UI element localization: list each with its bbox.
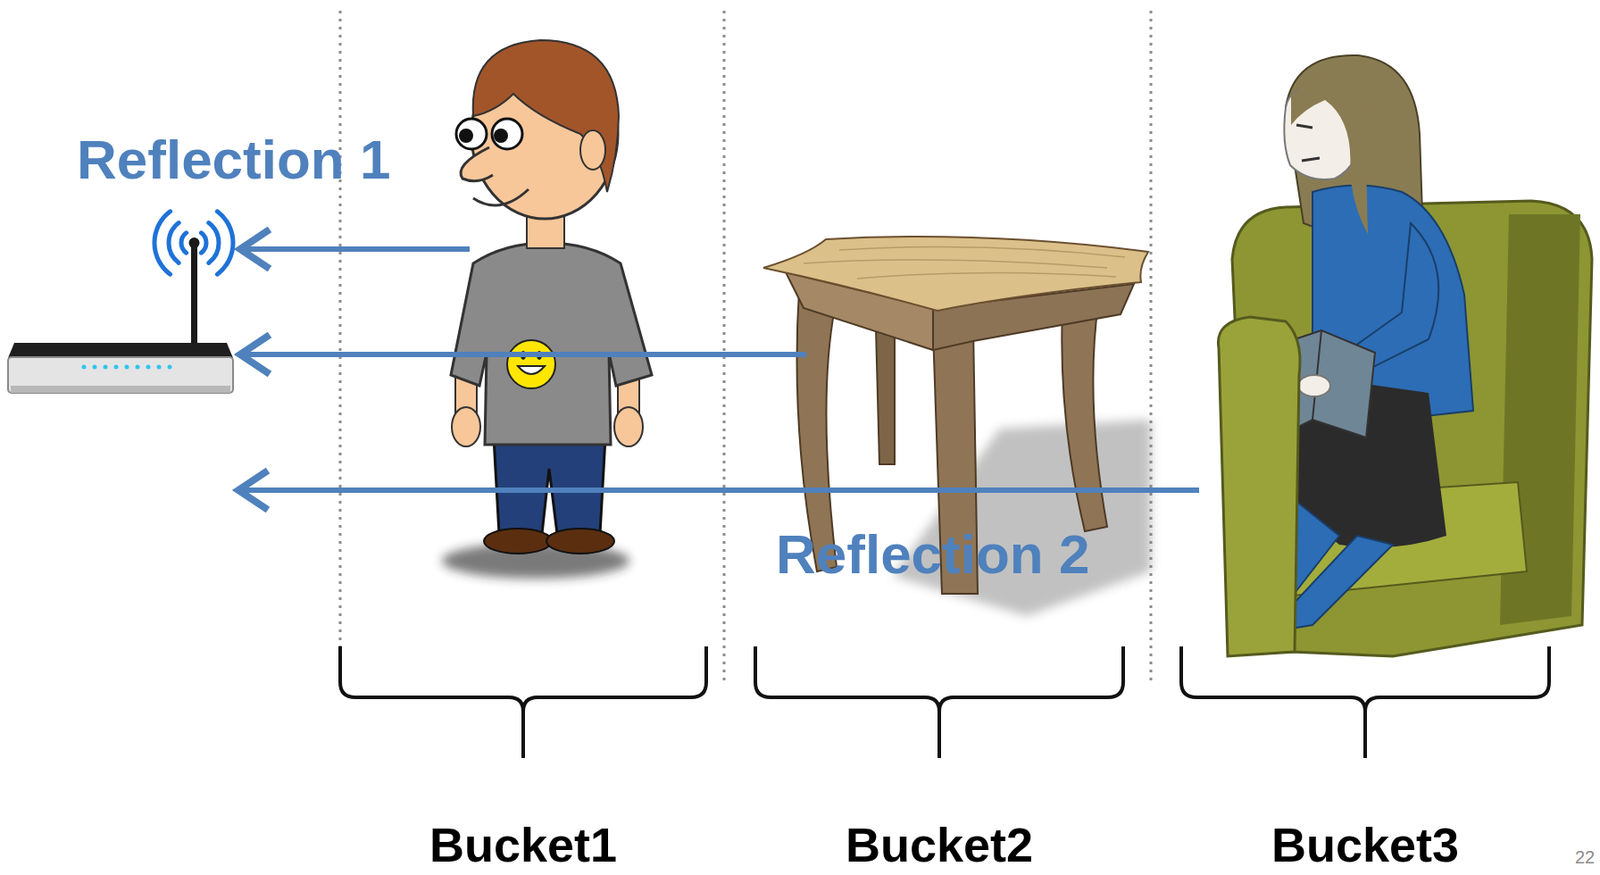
reflection-arrow-part bbox=[239, 487, 1200, 493]
bucket-divider bbox=[340, 10, 1151, 684]
wifi-router bbox=[8, 211, 234, 393]
bucket-label: Bucket3 bbox=[1178, 820, 1552, 869]
router-led-part bbox=[157, 365, 162, 370]
reflection-arrow-part bbox=[240, 334, 270, 375]
bucket-band: Bucket2 bbox=[752, 646, 1126, 870]
man-ear bbox=[580, 130, 606, 170]
bucket-divider-part bbox=[1150, 10, 1153, 684]
router-led-part bbox=[103, 365, 109, 370]
wood-grain-part bbox=[857, 272, 1117, 279]
armchair-arm bbox=[1217, 316, 1300, 657]
reflection-arrow-part bbox=[240, 229, 270, 269]
shirt-smiley-part bbox=[507, 340, 556, 389]
router-led-part bbox=[146, 365, 151, 370]
man-mouth bbox=[473, 189, 529, 206]
bucket-label: Bucket2 bbox=[752, 820, 1126, 869]
router-antenna bbox=[191, 242, 198, 346]
wood-grain bbox=[803, 246, 1125, 279]
man-pupil bbox=[458, 128, 474, 143]
man-eye bbox=[456, 118, 487, 150]
standing-man bbox=[441, 40, 652, 579]
man-shoe bbox=[546, 528, 615, 554]
router-led-part bbox=[167, 365, 173, 370]
table-leg bbox=[1061, 303, 1108, 532]
reflection-label: Reflection 2 bbox=[775, 526, 1090, 583]
bucket-band: Bucket3 bbox=[1178, 646, 1552, 870]
bucket-divider-part bbox=[339, 10, 342, 684]
man-shoe bbox=[483, 528, 552, 554]
bucket-brace-line bbox=[1181, 646, 1550, 759]
wood-grain-part bbox=[839, 246, 1125, 258]
man-pupil bbox=[493, 128, 509, 143]
router-led-part bbox=[92, 365, 98, 370]
reflection-arrow bbox=[238, 229, 1200, 510]
wood-grain-part bbox=[803, 259, 1108, 268]
page-number: 22 bbox=[1575, 848, 1595, 867]
reflection-arrow-part bbox=[241, 351, 807, 358]
reflection-arrow-part bbox=[241, 246, 470, 252]
wifi-waves-part bbox=[216, 211, 234, 275]
reflection-arrow-part bbox=[238, 470, 268, 510]
table-shadow bbox=[892, 419, 1151, 617]
router-led-part bbox=[82, 365, 87, 370]
man-hand bbox=[451, 407, 481, 447]
wifi-waves-part bbox=[208, 223, 219, 264]
router-led-part bbox=[114, 365, 119, 370]
man-hand bbox=[614, 407, 643, 447]
man-eye bbox=[491, 118, 523, 150]
router-top bbox=[8, 342, 234, 359]
side-table bbox=[763, 236, 1151, 617]
bucket-band: Bucket1 bbox=[337, 646, 709, 870]
router-base bbox=[10, 385, 231, 393]
shirt-smiley bbox=[507, 340, 556, 389]
reflection-label: Reflection 1 bbox=[76, 132, 391, 188]
wifi-waves-part bbox=[154, 211, 171, 275]
bucket-label: Bucket1 bbox=[337, 820, 709, 869]
router-led bbox=[82, 365, 173, 370]
bucket-divider-part bbox=[723, 10, 726, 684]
router-front bbox=[8, 357, 234, 393]
woman-hand bbox=[1298, 375, 1331, 397]
shirt-smiley-part bbox=[517, 366, 545, 375]
man-jeans bbox=[493, 437, 606, 534]
woman-eye bbox=[1296, 125, 1313, 128]
woman-mouth bbox=[1301, 158, 1320, 161]
man-hair bbox=[473, 40, 619, 192]
man-shirt bbox=[450, 242, 652, 445]
reading-woman bbox=[1217, 55, 1592, 657]
table-top bbox=[763, 236, 1149, 311]
woman-leg bbox=[1285, 535, 1393, 630]
router-led-part bbox=[125, 365, 130, 370]
router-antenna-tip bbox=[189, 237, 200, 249]
man-nose bbox=[460, 147, 493, 182]
bucket-brace-line bbox=[340, 646, 707, 759]
wifi-waves-part bbox=[168, 223, 179, 264]
wifi-waves-part bbox=[200, 233, 207, 253]
woman-hair bbox=[1291, 77, 1368, 234]
wifi-waves-part bbox=[181, 233, 187, 253]
bucket-brace-line bbox=[755, 646, 1124, 759]
router-led-part bbox=[135, 365, 141, 370]
